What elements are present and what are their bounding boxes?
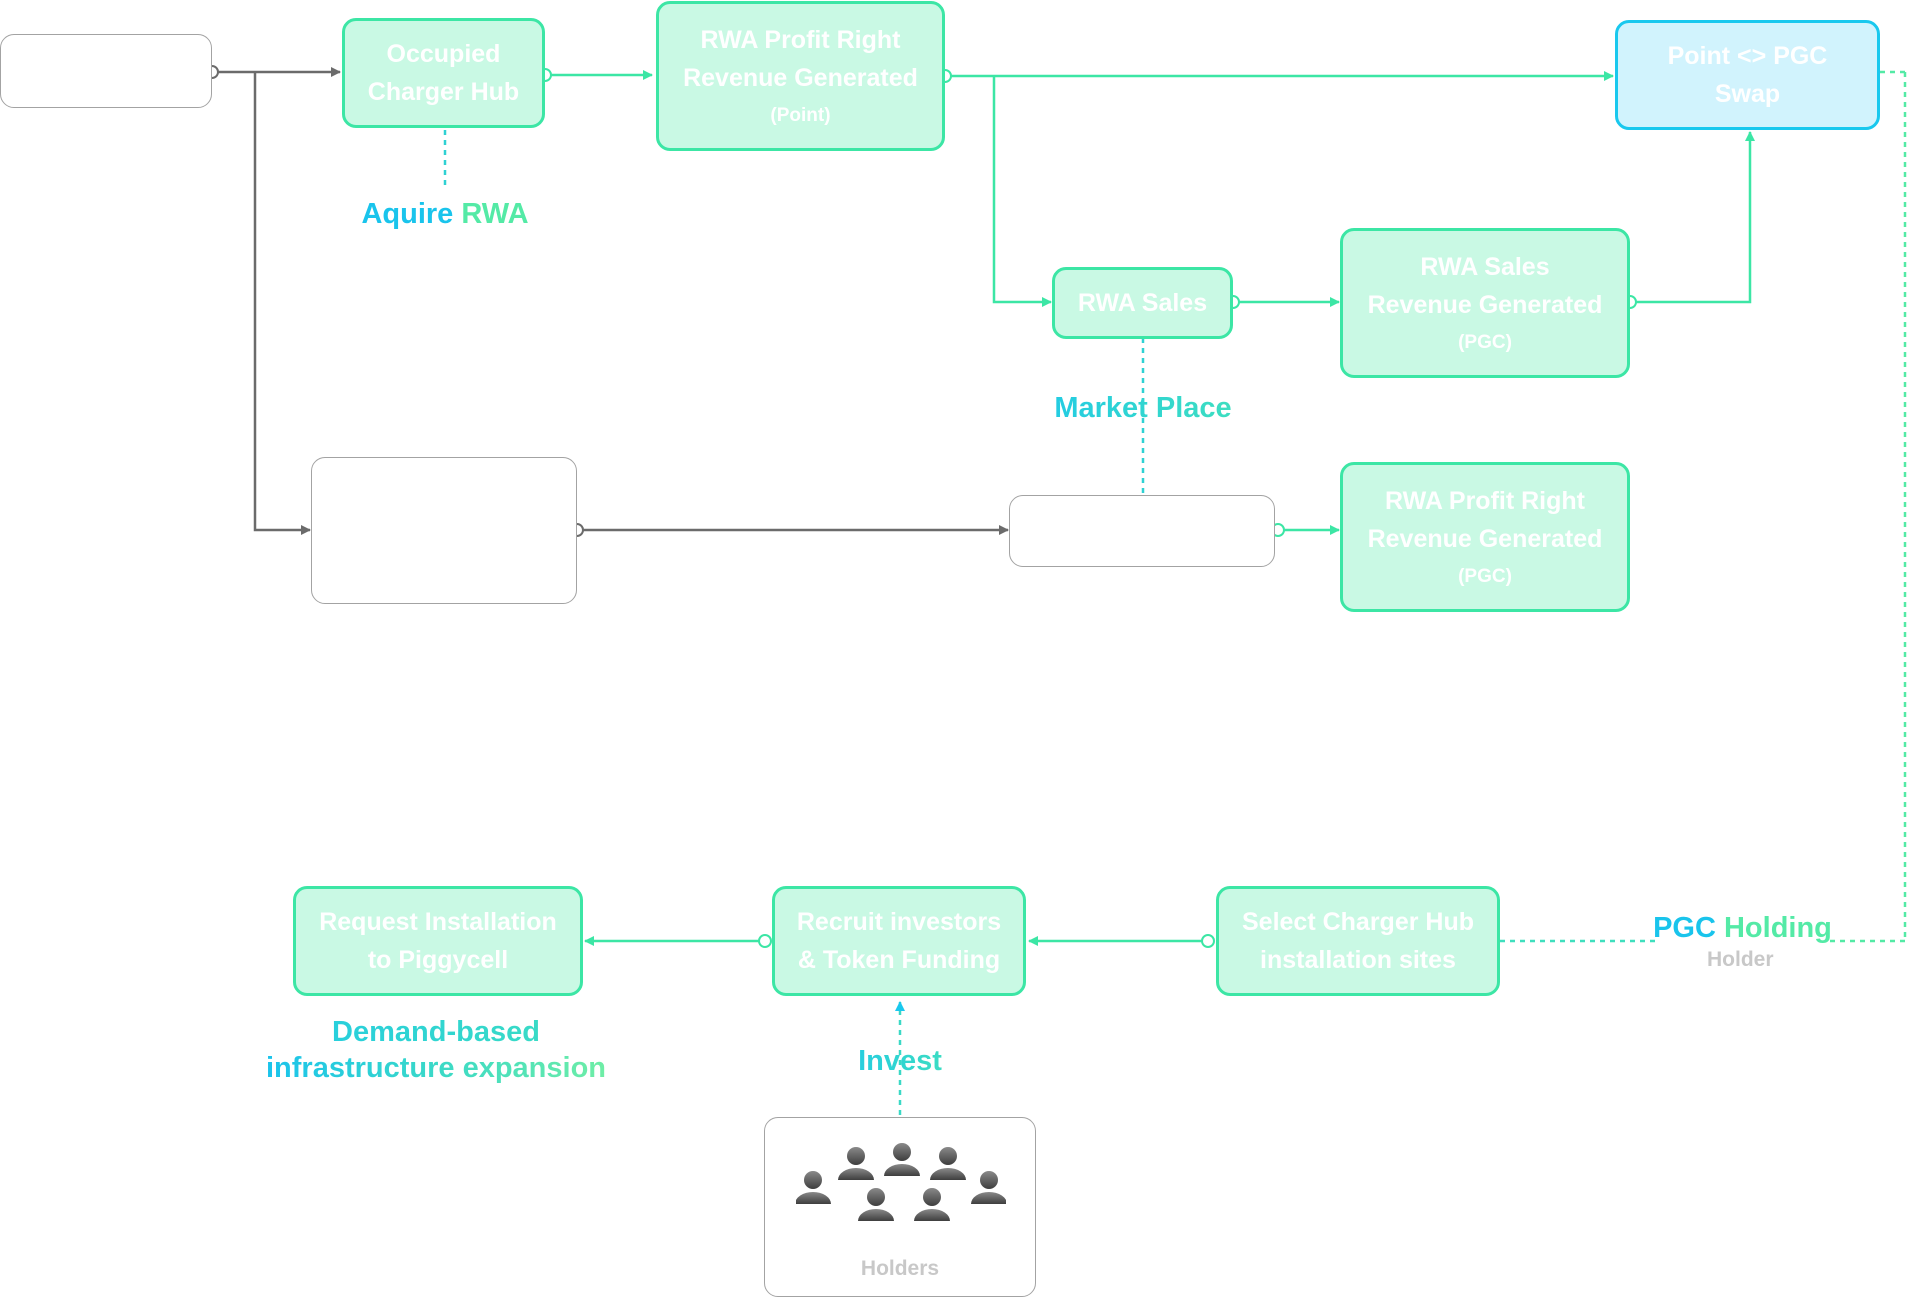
recruit-investors-node[interactable]: Recruit investors & Token Funding bbox=[772, 886, 1026, 996]
request-installation-node[interactable]: Request Installation to Piggycell bbox=[293, 886, 583, 996]
blank-source-box bbox=[0, 34, 212, 108]
holders-box[interactable]: Holders bbox=[764, 1117, 1036, 1297]
point-pgc-swap-node[interactable]: Point <> PGC Swap bbox=[1615, 20, 1880, 130]
dashed-connectors bbox=[443, 70, 1908, 1115]
aquire-word: Aquire bbox=[361, 198, 454, 230]
demand-expansion-label: Demand-based infrastructure expansion bbox=[256, 1014, 616, 1086]
rwa-profit-pgc-sub: (PGC) bbox=[1458, 566, 1512, 587]
rwa-profit-point-sub: (Point) bbox=[770, 105, 831, 126]
select-sites-line2: installation sites bbox=[1260, 946, 1456, 974]
blank-marketplace-box bbox=[1009, 495, 1275, 567]
demand-line1: Demand-based bbox=[256, 1014, 616, 1050]
rwa-sales-revenue-node[interactable]: RWA Sales Revenue Generated (PGC) bbox=[1340, 228, 1630, 378]
rwa-word: RWA bbox=[461, 198, 529, 230]
group-of-people-icon bbox=[796, 1143, 1006, 1221]
occupied-charger-hub-node[interactable]: Occupied Charger Hub bbox=[342, 18, 545, 128]
blank-middle-box bbox=[311, 457, 577, 604]
select-sites-node[interactable]: Select Charger Hub installation sites bbox=[1216, 886, 1500, 996]
request-install-line2: to Piggycell bbox=[367, 946, 509, 974]
holding-word: Holding bbox=[1723, 912, 1832, 944]
rwa-profit-point-line2: Revenue Generated bbox=[683, 64, 918, 92]
swap-line2: Swap bbox=[1714, 80, 1781, 108]
demand-line2: infrastructure expansion bbox=[256, 1050, 616, 1086]
rwa-sales-revenue-line1: RWA Sales bbox=[1420, 253, 1550, 281]
rwa-profit-pgc-line2: Revenue Generated bbox=[1367, 525, 1603, 553]
occupied-hub-line2: Charger Hub bbox=[367, 78, 520, 106]
rwa-profit-point-line1: RWA Profit Right bbox=[700, 26, 901, 54]
swap-line1: Point <> PGC bbox=[1667, 42, 1828, 70]
invest-label: Invest bbox=[840, 1043, 960, 1079]
select-sites-line1: Select Charger Hub bbox=[1241, 908, 1474, 936]
green-connectors bbox=[545, 70, 1755, 946]
rwa-sales-revenue-sub: (PGC) bbox=[1458, 332, 1512, 353]
rwa-profit-pgc-line1: RWA Profit Right bbox=[1385, 487, 1585, 515]
grey-connectors bbox=[212, 67, 1009, 535]
pgc-holding-label: PGC Holding bbox=[1650, 910, 1835, 946]
rwa-profit-right-point-node[interactable]: RWA Profit Right Revenue Generated (Poin… bbox=[656, 1, 945, 151]
rwa-sales-node[interactable]: RWA Sales bbox=[1052, 267, 1233, 339]
rwa-sales-revenue-line2: Revenue Generated bbox=[1367, 291, 1603, 319]
holders-caption: Holders bbox=[860, 1257, 940, 1280]
rwa-sales-label: RWA Sales bbox=[1077, 289, 1208, 317]
occupied-hub-line1: Occupied bbox=[386, 40, 501, 68]
recruit-line2: & Token Funding bbox=[797, 946, 1001, 974]
aquire-rwa-label: Aquire RWA bbox=[340, 196, 550, 232]
market-place-label: Market Place bbox=[1042, 390, 1244, 426]
rwa-profit-right-pgc-node[interactable]: RWA Profit Right Revenue Generated (PGC) bbox=[1340, 462, 1630, 612]
pgc-word: PGC bbox=[1653, 912, 1716, 944]
request-install-line1: Request Installation bbox=[319, 908, 557, 936]
holder-caption: Holder bbox=[1707, 948, 1774, 971]
recruit-line1: Recruit investors bbox=[796, 908, 1002, 936]
